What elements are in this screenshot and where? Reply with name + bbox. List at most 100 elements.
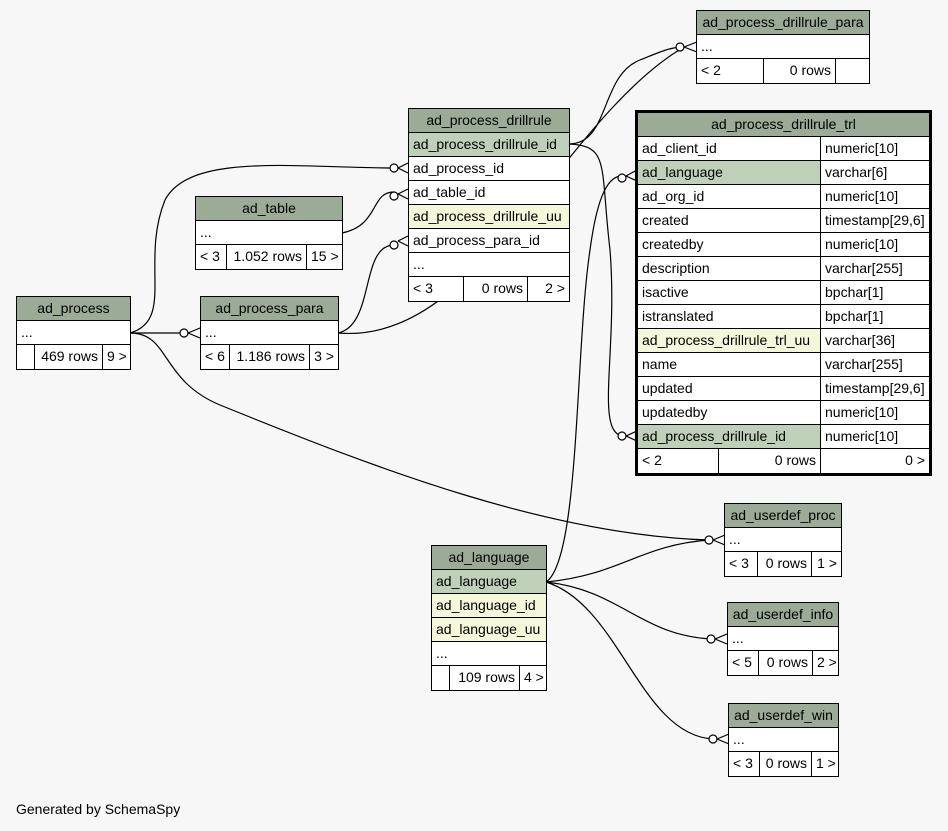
crowfoot-marks — [397, 235, 409, 247]
edge-drillrule-to-process-para — [337, 244, 395, 334]
table-ad-process-para[interactable]: ad_process_para ... < 6 1.186 rows 3 > — [200, 296, 339, 370]
ellipsis-row: ... — [413, 256, 425, 272]
row-count: 469 rows — [34, 345, 102, 369]
row-count: 0 rows — [718, 449, 820, 473]
children-count: 1 > — [811, 752, 838, 776]
table-header: ad_process_drillrule — [409, 109, 569, 133]
edge-userdef-win-to-language — [545, 581, 714, 740]
column-ad-table-id: ad_table_id — [413, 184, 486, 200]
stats-row: 469 rows 9 > — [17, 345, 130, 369]
column-type: varchar[255] — [820, 353, 929, 376]
crowfoot-circle — [179, 328, 189, 338]
crowfoot-marks — [397, 162, 409, 174]
column-row: name varchar[255] — [638, 353, 929, 377]
column-type: bpchar[1] — [820, 281, 929, 304]
column-row: updated timestamp[29,6] — [638, 377, 929, 401]
stats-row: < 3 1.052 rows 15 > — [196, 245, 342, 269]
generated-by-footer: Generated by SchemaSpy — [16, 801, 181, 817]
column-name: created — [642, 212, 689, 228]
edge-userdef-proc-to-language — [545, 539, 710, 583]
column-type: numeric[10] — [820, 401, 929, 424]
table-header: ad_userdef_win — [729, 704, 838, 728]
ellipsis-row: ... — [205, 324, 217, 340]
column-name: isactive — [642, 284, 689, 300]
ellipsis-row: ... — [436, 645, 448, 661]
column-ad-process-id: ad_process_id — [413, 160, 505, 176]
table-ad-userdef-info[interactable]: ad_userdef_info ... < 5 0 rows 2 > — [727, 602, 839, 676]
column-name: createdby — [642, 236, 704, 252]
column-name: name — [642, 356, 678, 372]
table-ad-process[interactable]: ad_process ... 469 rows 9 > — [16, 296, 131, 370]
stats-row: < 3 0 rows 1 > — [725, 552, 841, 576]
ellipsis-row: ... — [729, 531, 741, 547]
column-name: ad_process_drillrule_trl_uu — [638, 329, 820, 352]
table-header: ad_language — [432, 546, 546, 570]
column-row: created timestamp[29,6] — [638, 209, 929, 233]
stats-row: < 3 0 rows 2 > — [409, 277, 569, 301]
table-ad-userdef-proc[interactable]: ad_userdef_proc ... < 3 0 rows 1 > — [724, 503, 842, 577]
table-header: ad_process — [17, 297, 130, 321]
row-count: 0 rows — [763, 59, 835, 83]
crowfoot-marks — [714, 633, 728, 645]
column-type: varchar[6] — [820, 161, 929, 184]
table-ad-table[interactable]: ad_table ... < 3 1.052 rows 15 > — [195, 196, 343, 270]
parents-count: < 3 — [729, 555, 749, 571]
column-type: numeric[10] — [820, 137, 929, 160]
crowfoot-marks — [187, 327, 201, 339]
column-type: numeric[10] — [820, 233, 929, 256]
parents-count: < 3 — [413, 280, 433, 296]
parents-count: < 5 — [732, 654, 752, 670]
column-type: numeric[10] — [820, 185, 929, 208]
table-ad-process-drillrule-para[interactable]: ad_process_drillrule_para ... < 2 0 rows — [696, 10, 870, 84]
column-ad-process-drillrule-uu: ad_process_drillrule_uu — [413, 208, 562, 224]
edge-trl-to-drillrule — [568, 143, 623, 437]
ellipsis-row: ... — [21, 324, 33, 340]
children-count: 2 > — [527, 277, 569, 301]
edge-drillrule-to-table — [341, 191, 395, 234]
crowfoot-circle — [389, 191, 399, 201]
parents-count: < 3 — [200, 248, 220, 264]
parents-count — [17, 345, 34, 369]
row-count: 109 rows — [449, 666, 519, 690]
row-count: 0 rows — [759, 752, 811, 776]
column-type: bpchar[1] — [820, 305, 929, 328]
row-count: 0 rows — [758, 651, 812, 675]
edge-userdef-info-to-language — [545, 581, 712, 640]
column-row: createdby numeric[10] — [638, 233, 929, 257]
table-header: ad_userdef_info — [728, 603, 838, 627]
table-ad-userdef-win[interactable]: ad_userdef_win ... < 3 0 rows 1 > — [728, 703, 839, 777]
column-name: ad_process_drillrule_id — [638, 425, 820, 448]
table-header: ad_process_drillrule_trl — [638, 113, 929, 137]
column-name: description — [642, 260, 710, 276]
column-row: isactive bpchar[1] — [638, 281, 929, 305]
parents-count: < 6 — [205, 348, 225, 364]
crowfoot-circle — [617, 173, 627, 183]
crowfoot-circle — [617, 431, 627, 441]
column-row: ad_client_id numeric[10] — [638, 137, 929, 161]
table-ad-process-drillrule[interactable]: ad_process_drillrule ad_process_drillrul… — [408, 108, 570, 302]
parents-count: < 3 — [733, 755, 753, 771]
column-ad-language: ad_language — [436, 573, 517, 589]
column-name: ad_client_id — [642, 140, 717, 156]
children-count: 15 > — [306, 245, 342, 269]
stats-row: < 6 1.186 rows 3 > — [201, 345, 338, 369]
table-ad-language[interactable]: ad_language ad_language ad_language_id a… — [431, 545, 547, 691]
children-count: 2 > — [812, 651, 838, 675]
row-count: 0 rows — [463, 277, 527, 301]
column-name: istranslated — [642, 308, 714, 324]
column-type: timestamp[29,6] — [820, 377, 929, 400]
column-name: updated — [642, 380, 693, 396]
column-name: ad_org_id — [642, 188, 705, 204]
crowfoot-marks — [397, 188, 409, 200]
stats-row: < 3 0 rows 1 > — [729, 752, 838, 776]
column-type: timestamp[29,6] — [820, 209, 929, 232]
children-count: 3 > — [309, 345, 338, 369]
ellipsis-row: ... — [732, 630, 744, 646]
crowfoot-circle — [389, 163, 399, 173]
